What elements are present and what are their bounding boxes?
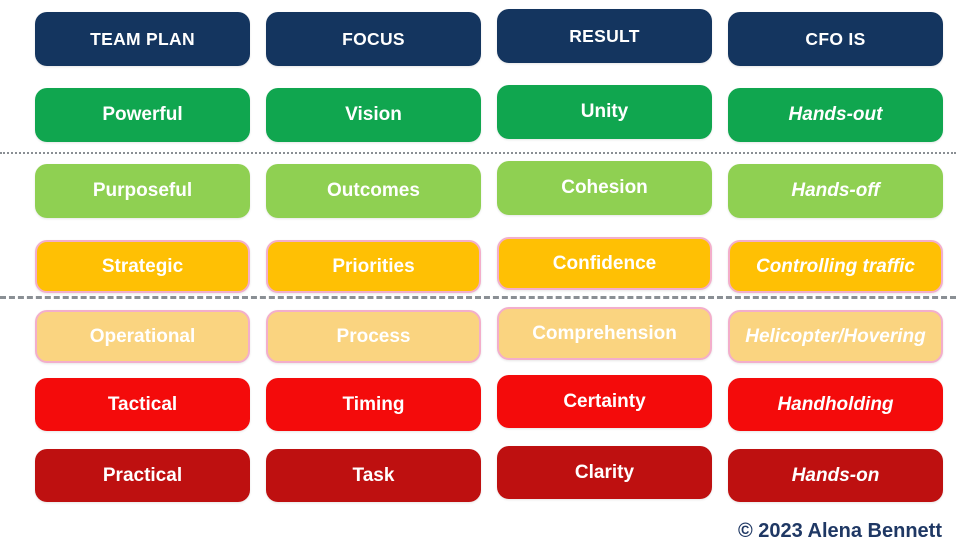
- header-row: TEAM PLAN FOCUS RESULT CFO IS: [35, 9, 943, 66]
- row-powerful: Powerful Vision Unity Hands-out: [35, 85, 943, 142]
- row-operational: Operational Process Comprehension Helico…: [35, 307, 943, 363]
- copyright-text: © 2023 Alena Bennett: [737, 520, 942, 542]
- grid-cell: Handholding: [728, 378, 943, 431]
- grid-cell: Powerful: [35, 88, 250, 142]
- header-team-plan: TEAM PLAN: [35, 12, 250, 66]
- grid-cell: Unity: [497, 85, 712, 139]
- grid-cell: Task: [266, 449, 481, 502]
- grid-cell: Hands-out: [728, 88, 943, 142]
- grid-cell: Hands-on: [728, 449, 943, 502]
- grid-cell: Certainty: [497, 375, 712, 428]
- grid-cell: Cohesion: [497, 161, 712, 215]
- header-result: RESULT: [497, 9, 712, 63]
- grid-cell: Hands-off: [728, 164, 943, 218]
- row-purposeful: Purposeful Outcomes Cohesion Hands-off: [35, 161, 943, 218]
- grid-cell: Operational: [35, 310, 250, 363]
- row-tactical: Tactical Timing Certainty Handholding: [35, 375, 943, 431]
- dotted-separator-line: [0, 152, 956, 154]
- row-strategic: Strategic Priorities Confidence Controll…: [35, 237, 943, 293]
- grid-cell: Timing: [266, 378, 481, 431]
- grid-cell: Outcomes: [266, 164, 481, 218]
- grid-cell: Controlling traffic: [728, 240, 943, 293]
- grid-cell: Priorities: [266, 240, 481, 293]
- grid-cell: Tactical: [35, 378, 250, 431]
- grid-cell: Vision: [266, 88, 481, 142]
- grid-cell: Helicopter/Hovering: [728, 310, 943, 363]
- grid-cell: Purposeful: [35, 164, 250, 218]
- grid-cell: Process: [266, 310, 481, 363]
- grid-cell: Clarity: [497, 446, 712, 499]
- grid-cell: Strategic: [35, 240, 250, 293]
- header-cfo-is: CFO IS: [728, 12, 943, 66]
- grid-cell: Practical: [35, 449, 250, 502]
- grid-cell: Confidence: [497, 237, 712, 290]
- dashed-separator-line: [0, 296, 956, 299]
- row-practical: Practical Task Clarity Hands-on: [35, 446, 943, 502]
- grid-cell: Comprehension: [497, 307, 712, 360]
- header-focus: FOCUS: [266, 12, 481, 66]
